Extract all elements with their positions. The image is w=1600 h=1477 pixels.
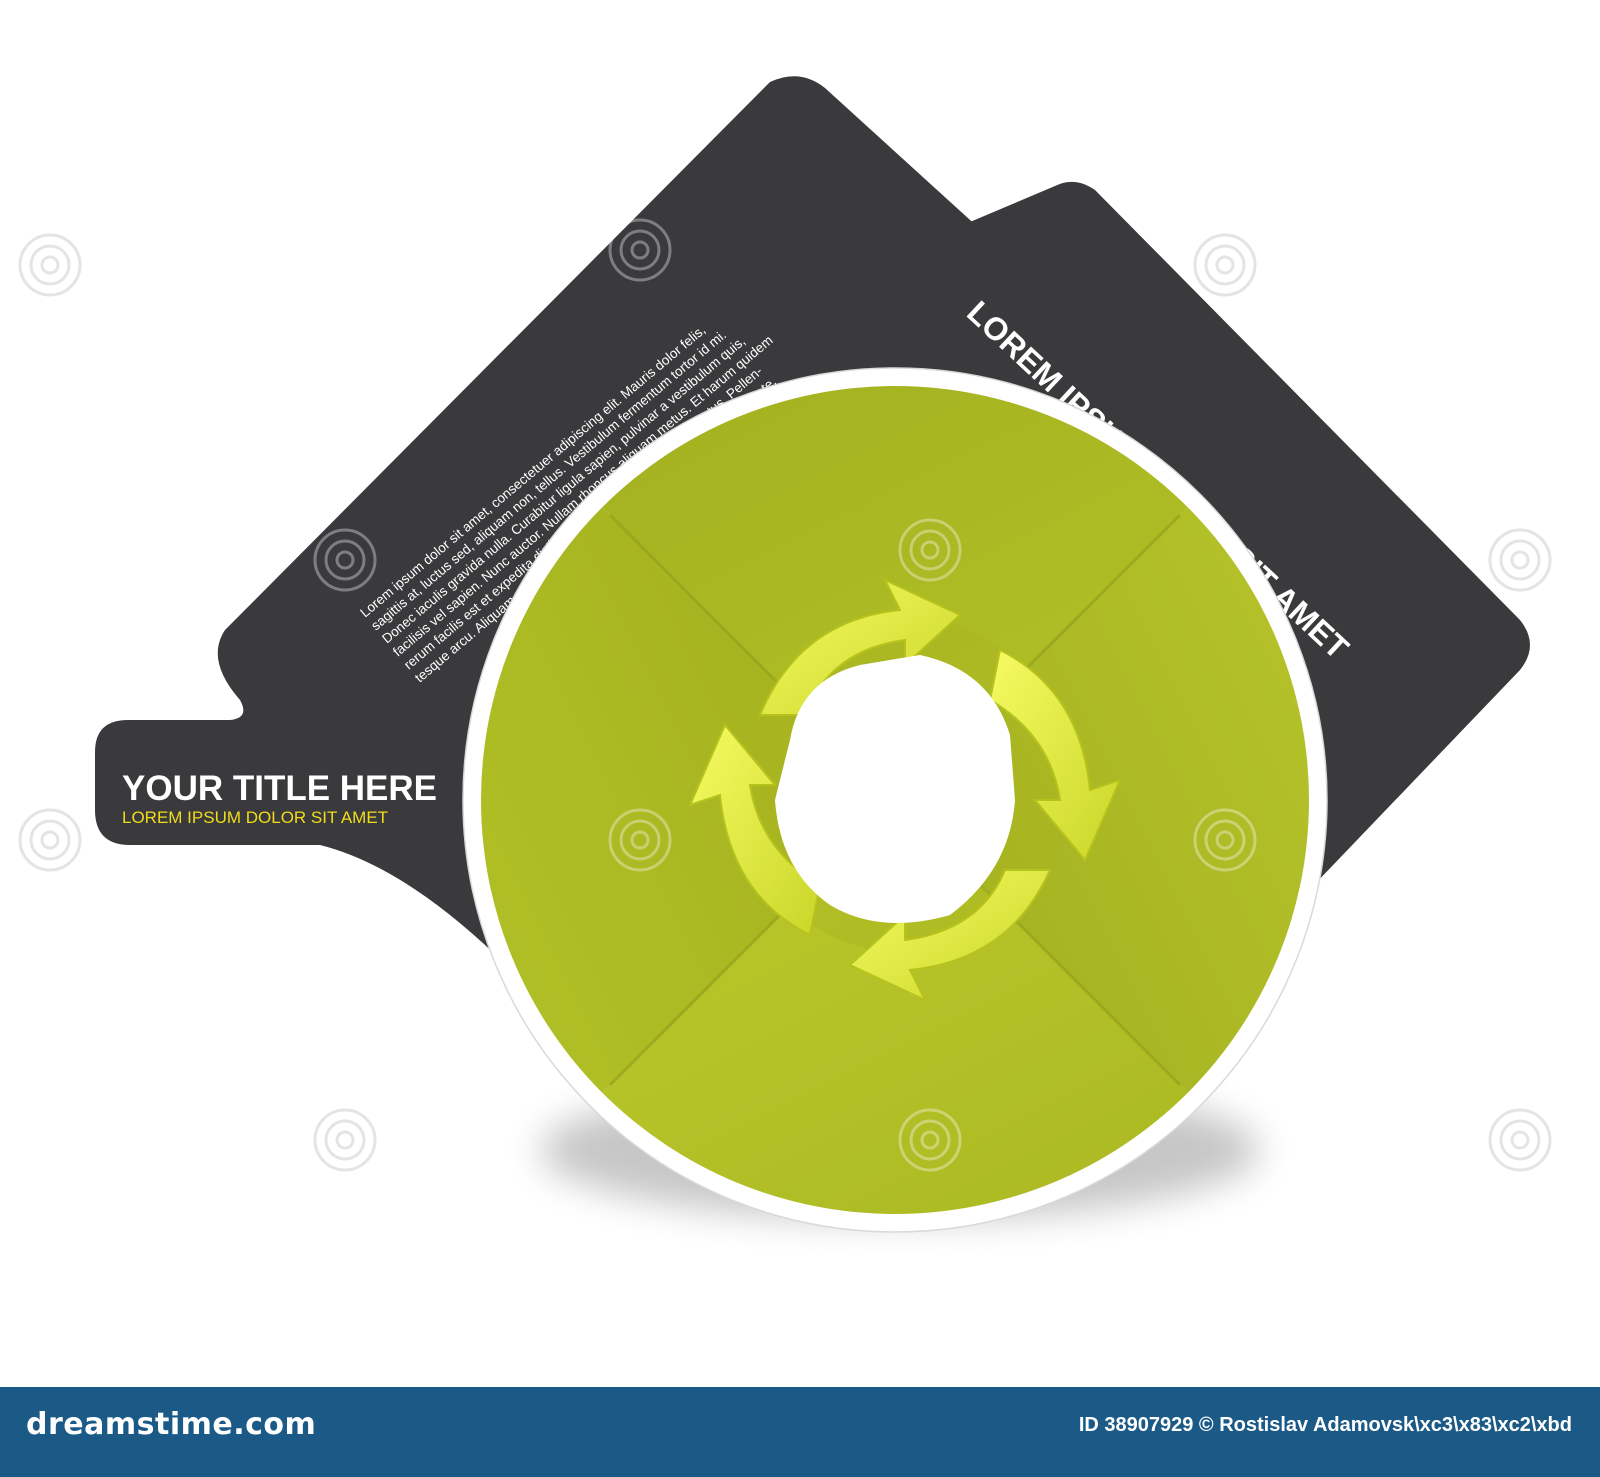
- spiral-logo-icon: [313, 1108, 377, 1172]
- footer-brand: dreamstime.com: [26, 1407, 317, 1442]
- spiral-logo-icon: [608, 218, 672, 282]
- spiral-logo-icon: [898, 518, 962, 582]
- footer-bar: dreamstime.com ID 38907929 © Rostislav A…: [0, 1387, 1600, 1477]
- spiral-logo-icon: [18, 808, 82, 872]
- spiral-logo-icon: [313, 528, 377, 592]
- footer-stock-id: ID 38907929 © Rostislav Adamovsk\xc3\x83…: [1078, 1414, 1572, 1436]
- watermark-layer-light: [18, 233, 1552, 1172]
- cycle-center-hole: [775, 655, 1015, 923]
- spiral-logo-icon: [608, 808, 672, 872]
- sub-title: LOREM IPSUM DOLOR SIT AMET: [122, 808, 389, 827]
- spiral-logo-icon: [18, 233, 82, 297]
- disc-quadrant-bottom: [481, 800, 1309, 1214]
- infographic-canvas: Lorem ipsum dolor sit amet, consectetuer…: [18, 76, 1552, 1233]
- cycle-arrows-icon: [688, 577, 1122, 1003]
- spiral-logo-icon: [1193, 233, 1257, 297]
- disc-quadrant-right: [895, 386, 1309, 1214]
- disc-quadrant-top: [481, 386, 1309, 800]
- spiral-logo-icon: [1193, 808, 1257, 872]
- title-block: YOUR TITLE HERE LOREM IPSUM DOLOR SIT AM…: [122, 770, 462, 828]
- watermark-layer: [313, 218, 1257, 1172]
- spiral-logo-icon: [898, 1108, 962, 1172]
- spiral-logo-icon: [1488, 1108, 1552, 1172]
- main-title: YOUR TITLE HERE: [122, 769, 438, 808]
- disc-quadrant-left: [481, 386, 895, 1214]
- spiral-logo-icon: [1488, 528, 1552, 592]
